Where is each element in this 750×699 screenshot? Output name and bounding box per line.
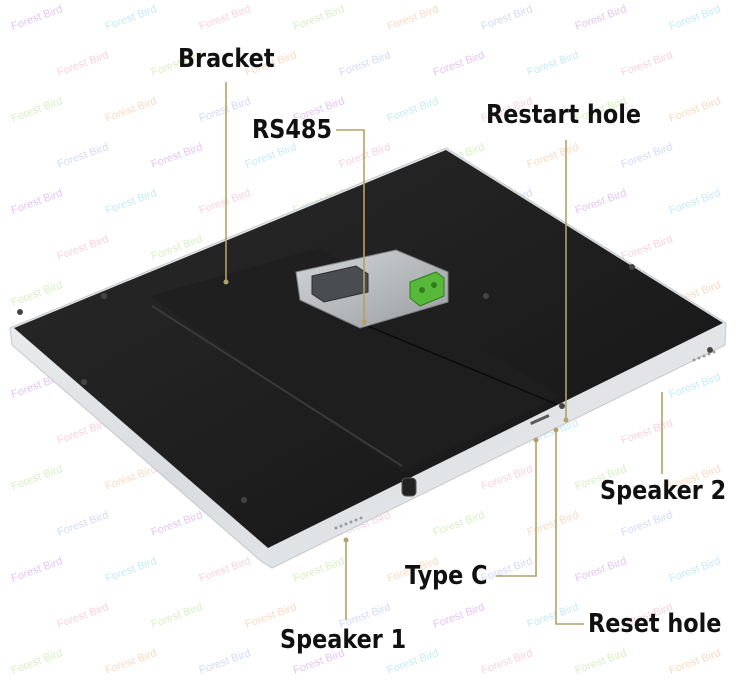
screw	[559, 403, 565, 409]
leader-line-reset-hole	[555, 430, 584, 625]
speaker-1-grille	[334, 516, 363, 530]
terminal-screw	[431, 282, 437, 288]
callout-rs485: RS485	[252, 115, 333, 145]
leader-line-type-c	[496, 440, 537, 577]
rs485-module-housing	[295, 249, 449, 329]
callout-restart-hole: Restart hole	[486, 100, 642, 130]
speaker-2-grille	[692, 350, 716, 362]
restart-hole	[530, 414, 550, 425]
callout-speaker-1: Speaker 1	[280, 625, 407, 655]
leader-line-rs485	[336, 129, 365, 322]
callout-bracket: Bracket	[178, 44, 275, 74]
screw	[17, 309, 23, 315]
screw	[483, 293, 489, 299]
terminal-block	[409, 271, 445, 307]
bracket-plate	[150, 248, 560, 472]
leader-dots	[223, 279, 569, 543]
callout-type-c: Type C	[405, 561, 488, 591]
type-c-port	[401, 477, 417, 497]
callout-speaker-2: Speaker 2	[600, 476, 727, 506]
terminal-screw	[419, 287, 425, 293]
callout-reset-hole: Reset hole	[588, 609, 722, 639]
screw	[707, 347, 713, 353]
screw	[629, 264, 635, 270]
ethernet-port	[311, 265, 369, 303]
bracket-edge	[151, 305, 403, 467]
screw	[101, 293, 107, 299]
leader-lines	[225, 82, 663, 625]
screw	[241, 497, 247, 503]
screw	[81, 379, 87, 385]
